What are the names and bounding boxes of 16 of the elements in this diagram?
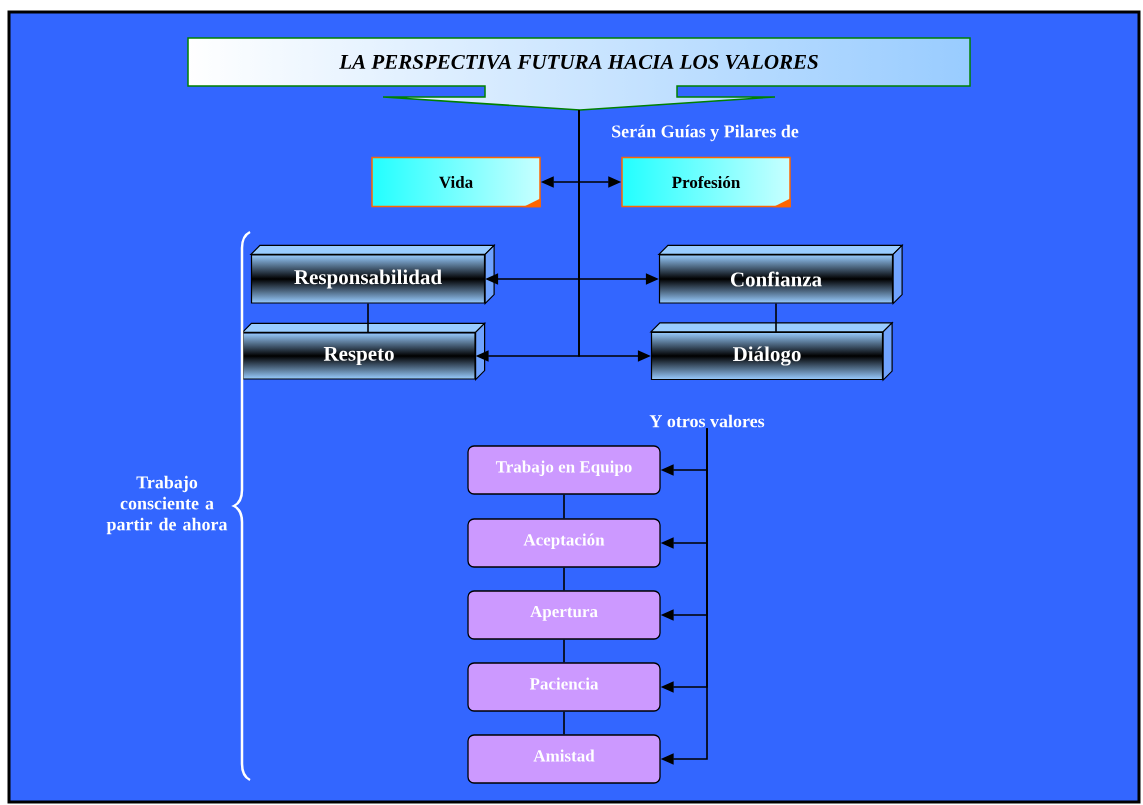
connector-line	[563, 566, 565, 592]
rounded-box: Amistad	[467, 734, 661, 784]
rounded-box: Aceptación	[467, 518, 661, 568]
heading-text: Y otros valores	[649, 414, 765, 428]
connector-line	[775, 302, 777, 333]
caption-text: Serán Guías y Pilares de	[612, 124, 799, 142]
caption-text: Trabajo consciente a partir de ahora	[106, 475, 228, 535]
rounded-box: Trabajo en Equipo	[467, 445, 661, 495]
connector-line	[563, 710, 565, 736]
rounded-box: Paciencia	[467, 662, 661, 712]
connector-line	[563, 638, 565, 664]
rounded-box: Apertura	[467, 590, 661, 640]
note-box: Profesión	[621, 156, 791, 208]
note-box: Vida	[371, 156, 541, 208]
connector-line	[563, 493, 565, 520]
connector-line	[367, 302, 369, 334]
